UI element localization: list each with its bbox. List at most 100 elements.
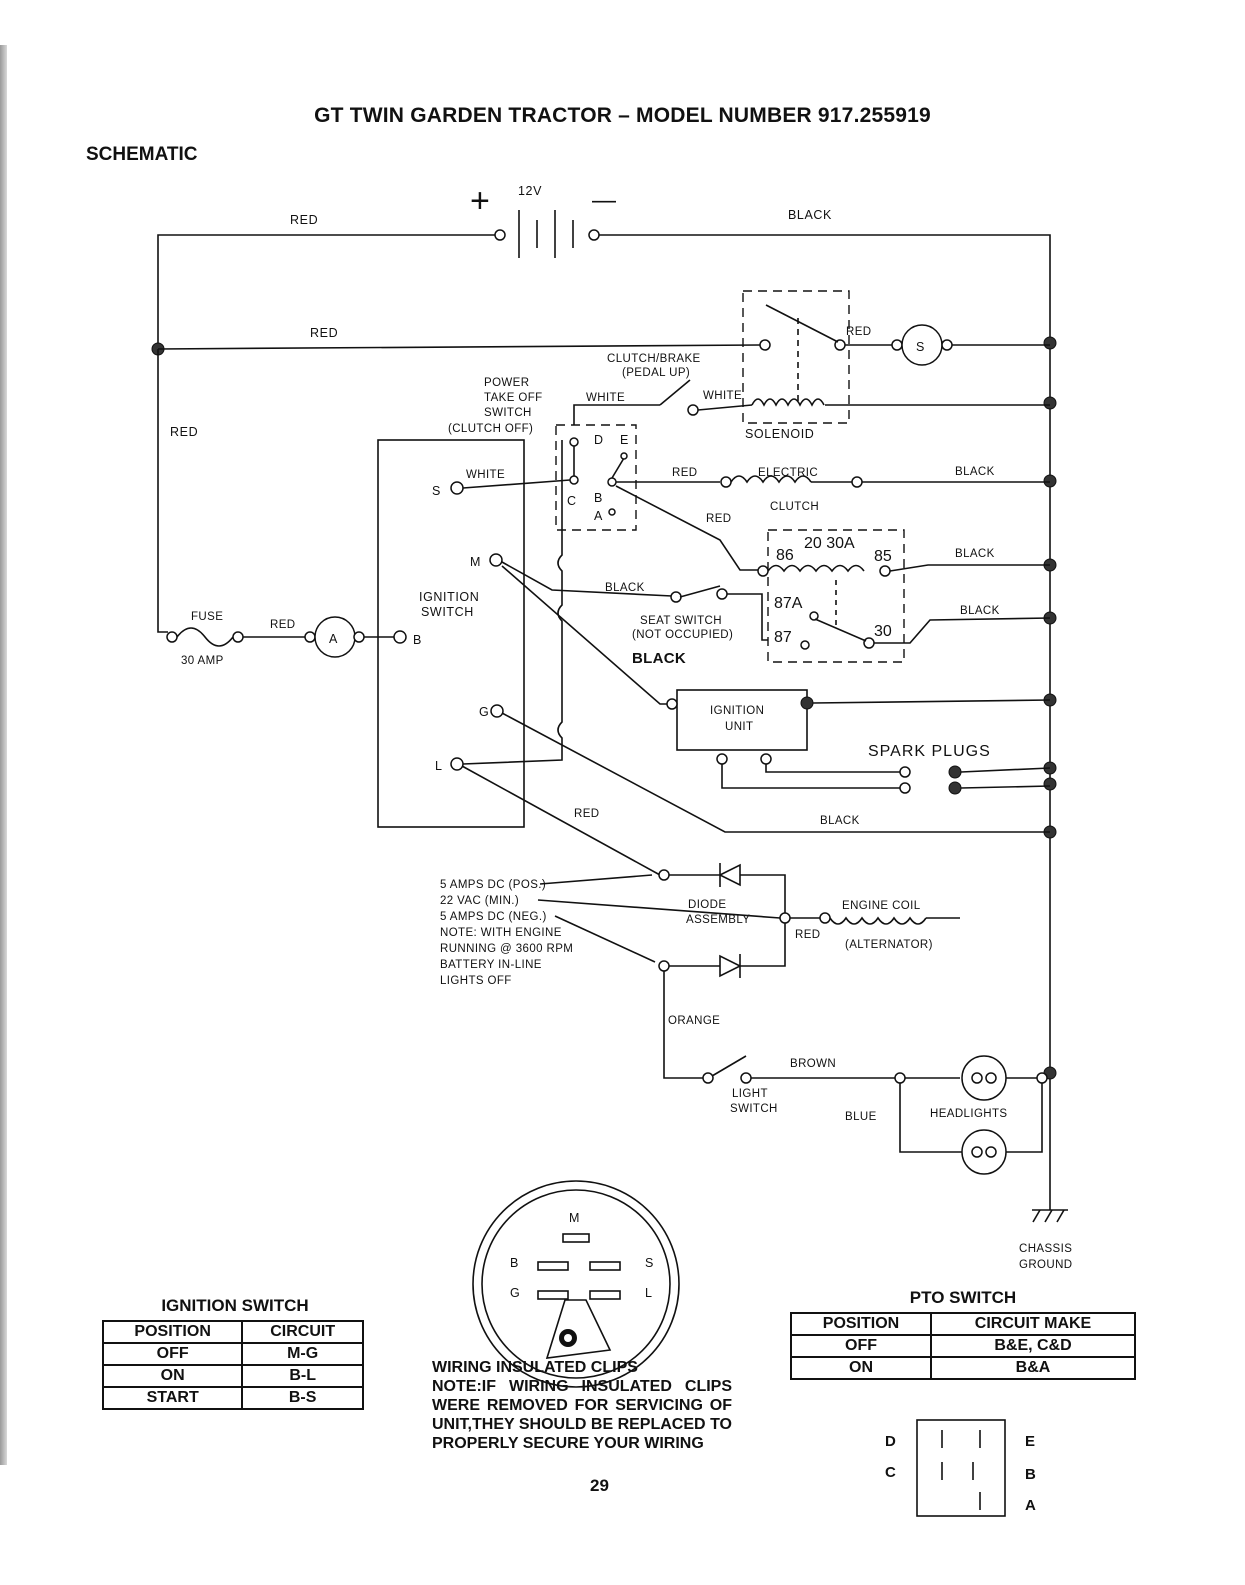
wire-label-black-bold: BLACK xyxy=(632,650,686,667)
pto-switch-table: POSITION CIRCUIT MAKE OFF B&E, C&D ON B&… xyxy=(790,1312,1136,1380)
table-cell: B&E, C&D xyxy=(930,1334,1136,1358)
clutch-brake-label-1: CLUTCH/BRAKE xyxy=(607,353,701,365)
wire-label-brown: BROWN xyxy=(790,1058,836,1070)
wire-label-white-pto: WHITE xyxy=(586,392,625,404)
diode-note-1: 5 AMPS DC (POS.) xyxy=(440,879,546,891)
headlights: BLUE HEADLIGHTS xyxy=(845,1055,1048,1175)
wire-label-blue: BLUE xyxy=(845,1111,877,1123)
ignition-label-2: SWITCH xyxy=(421,605,474,619)
table-cell: OFF xyxy=(790,1334,932,1358)
table-cell: M-G xyxy=(241,1342,364,1366)
diode-note-3: 5 AMPS DC (NEG.) xyxy=(440,911,547,923)
pto-switch: POWER TAKE OFF SWITCH (CLUTCH OFF) D E C… xyxy=(448,377,637,531)
pto-terminal-c: C xyxy=(567,494,577,508)
ammeter-label: A xyxy=(329,632,338,646)
table-cell: B-L xyxy=(241,1364,364,1388)
wire-label-red-ammeter: RED xyxy=(270,619,295,631)
relay-85: 85 xyxy=(874,548,892,565)
relay-87: 87 xyxy=(774,629,792,646)
wire-label-black-seat: BLACK xyxy=(605,582,645,594)
ignition-table-caption: IGNITION SWITCH xyxy=(161,1296,309,1315)
table-cell: START xyxy=(101,1386,244,1410)
diode-note-2: 22 VAC (MIN.) xyxy=(440,895,519,907)
ign-terminal-g: G xyxy=(479,705,489,719)
table-header-row: POSITION CIRCUIT xyxy=(101,1320,364,1344)
binder-edge xyxy=(0,45,7,1465)
diode-note-7: LIGHTS OFF xyxy=(440,975,512,987)
table-header: CIRCUIT xyxy=(241,1320,364,1344)
connector-letter-g: G xyxy=(510,1286,520,1300)
seat-switch: BLACK SEAT SWITCH (NOT OCCUPIED) xyxy=(605,582,768,641)
connector-letter-s: S xyxy=(645,1256,654,1270)
table-cell: ON xyxy=(790,1356,932,1380)
ign-terminal-b: B xyxy=(413,633,422,647)
wire-label-orange: ORANGE xyxy=(668,1015,720,1027)
wire-label-red-top: RED xyxy=(290,213,318,227)
seat-switch-label-1: SEAT SWITCH xyxy=(640,615,722,627)
battery-voltage: 12V xyxy=(518,184,542,198)
table-header: CIRCUIT MAKE xyxy=(930,1312,1136,1336)
relay-30: 30 xyxy=(874,623,892,640)
headlights-label: HEADLIGHTS xyxy=(930,1108,1008,1120)
relay-86: 86 xyxy=(776,547,794,564)
electric-clutch-label-1: ELECTRIC xyxy=(758,467,818,479)
diode-note-4: NOTE: WITH ENGINE xyxy=(440,927,562,939)
battery: + 12V — xyxy=(470,182,616,258)
table-cell: B-S xyxy=(241,1386,364,1410)
solenoid-label: SOLENOID xyxy=(745,427,814,441)
table-header-row: POSITION CIRCUIT MAKE xyxy=(790,1312,1136,1336)
chassis-ground-label-1: CHASSIS xyxy=(1019,1243,1072,1255)
connector-letter-m: M xyxy=(569,1211,580,1225)
pto-terminal-a: A xyxy=(594,509,603,523)
seat-switch-label-2: (NOT OCCUPIED) xyxy=(632,629,733,641)
wire-label-black-relay85: BLACK xyxy=(955,548,995,560)
battery-minus: — xyxy=(592,187,616,214)
wire-label-red-relay: RED xyxy=(706,513,731,525)
wire-label-black-top: BLACK xyxy=(788,208,832,222)
chassis-ground-label-2: GROUND xyxy=(1019,1259,1073,1271)
solenoid: S SOLENOID RED xyxy=(742,290,1050,441)
relay-20-30a: 20 30A xyxy=(804,535,855,552)
wire-label-red-mid: RED xyxy=(310,326,338,340)
pto-label-4: (CLUTCH OFF) xyxy=(448,423,533,435)
chassis-ground-icon: CHASSIS GROUND xyxy=(1019,1209,1073,1271)
diode-note: 5 AMPS DC (POS.) 22 VAC (MIN.) 5 AMPS DC… xyxy=(440,874,781,987)
pto-diagram-d: D xyxy=(885,1433,896,1450)
diode-assembly: DIODE ASSEMBLY ENGINE COIL (ALTERNATOR) … xyxy=(658,863,960,978)
spark-plugs-label: SPARK PLUGS xyxy=(868,743,991,760)
table-row: ON B&A xyxy=(790,1356,1136,1380)
pto-diagram-e: E xyxy=(1025,1433,1035,1450)
connector-letter-b: B xyxy=(510,1256,519,1270)
ignition-unit-label-1: IGNITION xyxy=(710,705,764,717)
diode-note-5: RUNNING @ 3600 RPM xyxy=(440,943,573,955)
relay-87a: 87A xyxy=(774,595,803,612)
starter-label: S xyxy=(916,340,925,354)
clutch-brake-switch: CLUTCH/BRAKE (PEDAL UP) WHITE WHITE xyxy=(586,353,753,416)
relay: 86 20 30A 85 BLACK 87A 87 30 BLACK xyxy=(757,529,1051,663)
wire-label-red-clutch: RED xyxy=(672,467,697,479)
pto-table-caption: PTO SWITCH xyxy=(909,1288,1017,1307)
clutch-brake-label-2: (PEDAL UP) xyxy=(622,367,690,379)
light-switch-label-2: SWITCH xyxy=(730,1103,778,1115)
diode-note-6: BATTERY IN-LINE xyxy=(440,959,542,971)
light-switch: LIGHT SWITCH BROWN xyxy=(702,1055,895,1115)
pto-label-2: TAKE OFF xyxy=(484,392,543,404)
pto-diagram-c: C xyxy=(885,1464,896,1481)
pto-diagram-b: B xyxy=(1025,1466,1036,1483)
wire-label-red-left: RED xyxy=(170,425,198,439)
pto-terminal-b: B xyxy=(594,491,603,505)
wiring-clips-text: NOTE:IF WIRING INSULATED CLIPS WERE REMO… xyxy=(432,1378,732,1452)
engine-coil-label-2: (ALTERNATOR) xyxy=(845,939,933,951)
ignition-unit: IGNITION UNIT SPARK PLUGS xyxy=(666,689,1051,795)
page-number: 29 xyxy=(590,1476,609,1495)
fuse-ammeter: FUSE 30 AMP RED A xyxy=(166,611,394,667)
table-cell: OFF xyxy=(101,1342,244,1366)
pto-terminal-d: D xyxy=(594,433,604,447)
table-header: POSITION xyxy=(101,1320,244,1344)
table-row: ON B-L xyxy=(101,1364,364,1388)
battery-plus: + xyxy=(470,182,490,220)
light-switch-label-1: LIGHT xyxy=(732,1088,768,1100)
diode-label-2: ASSEMBLY xyxy=(686,914,750,926)
wire-label-red-solenoid: RED xyxy=(846,326,871,338)
